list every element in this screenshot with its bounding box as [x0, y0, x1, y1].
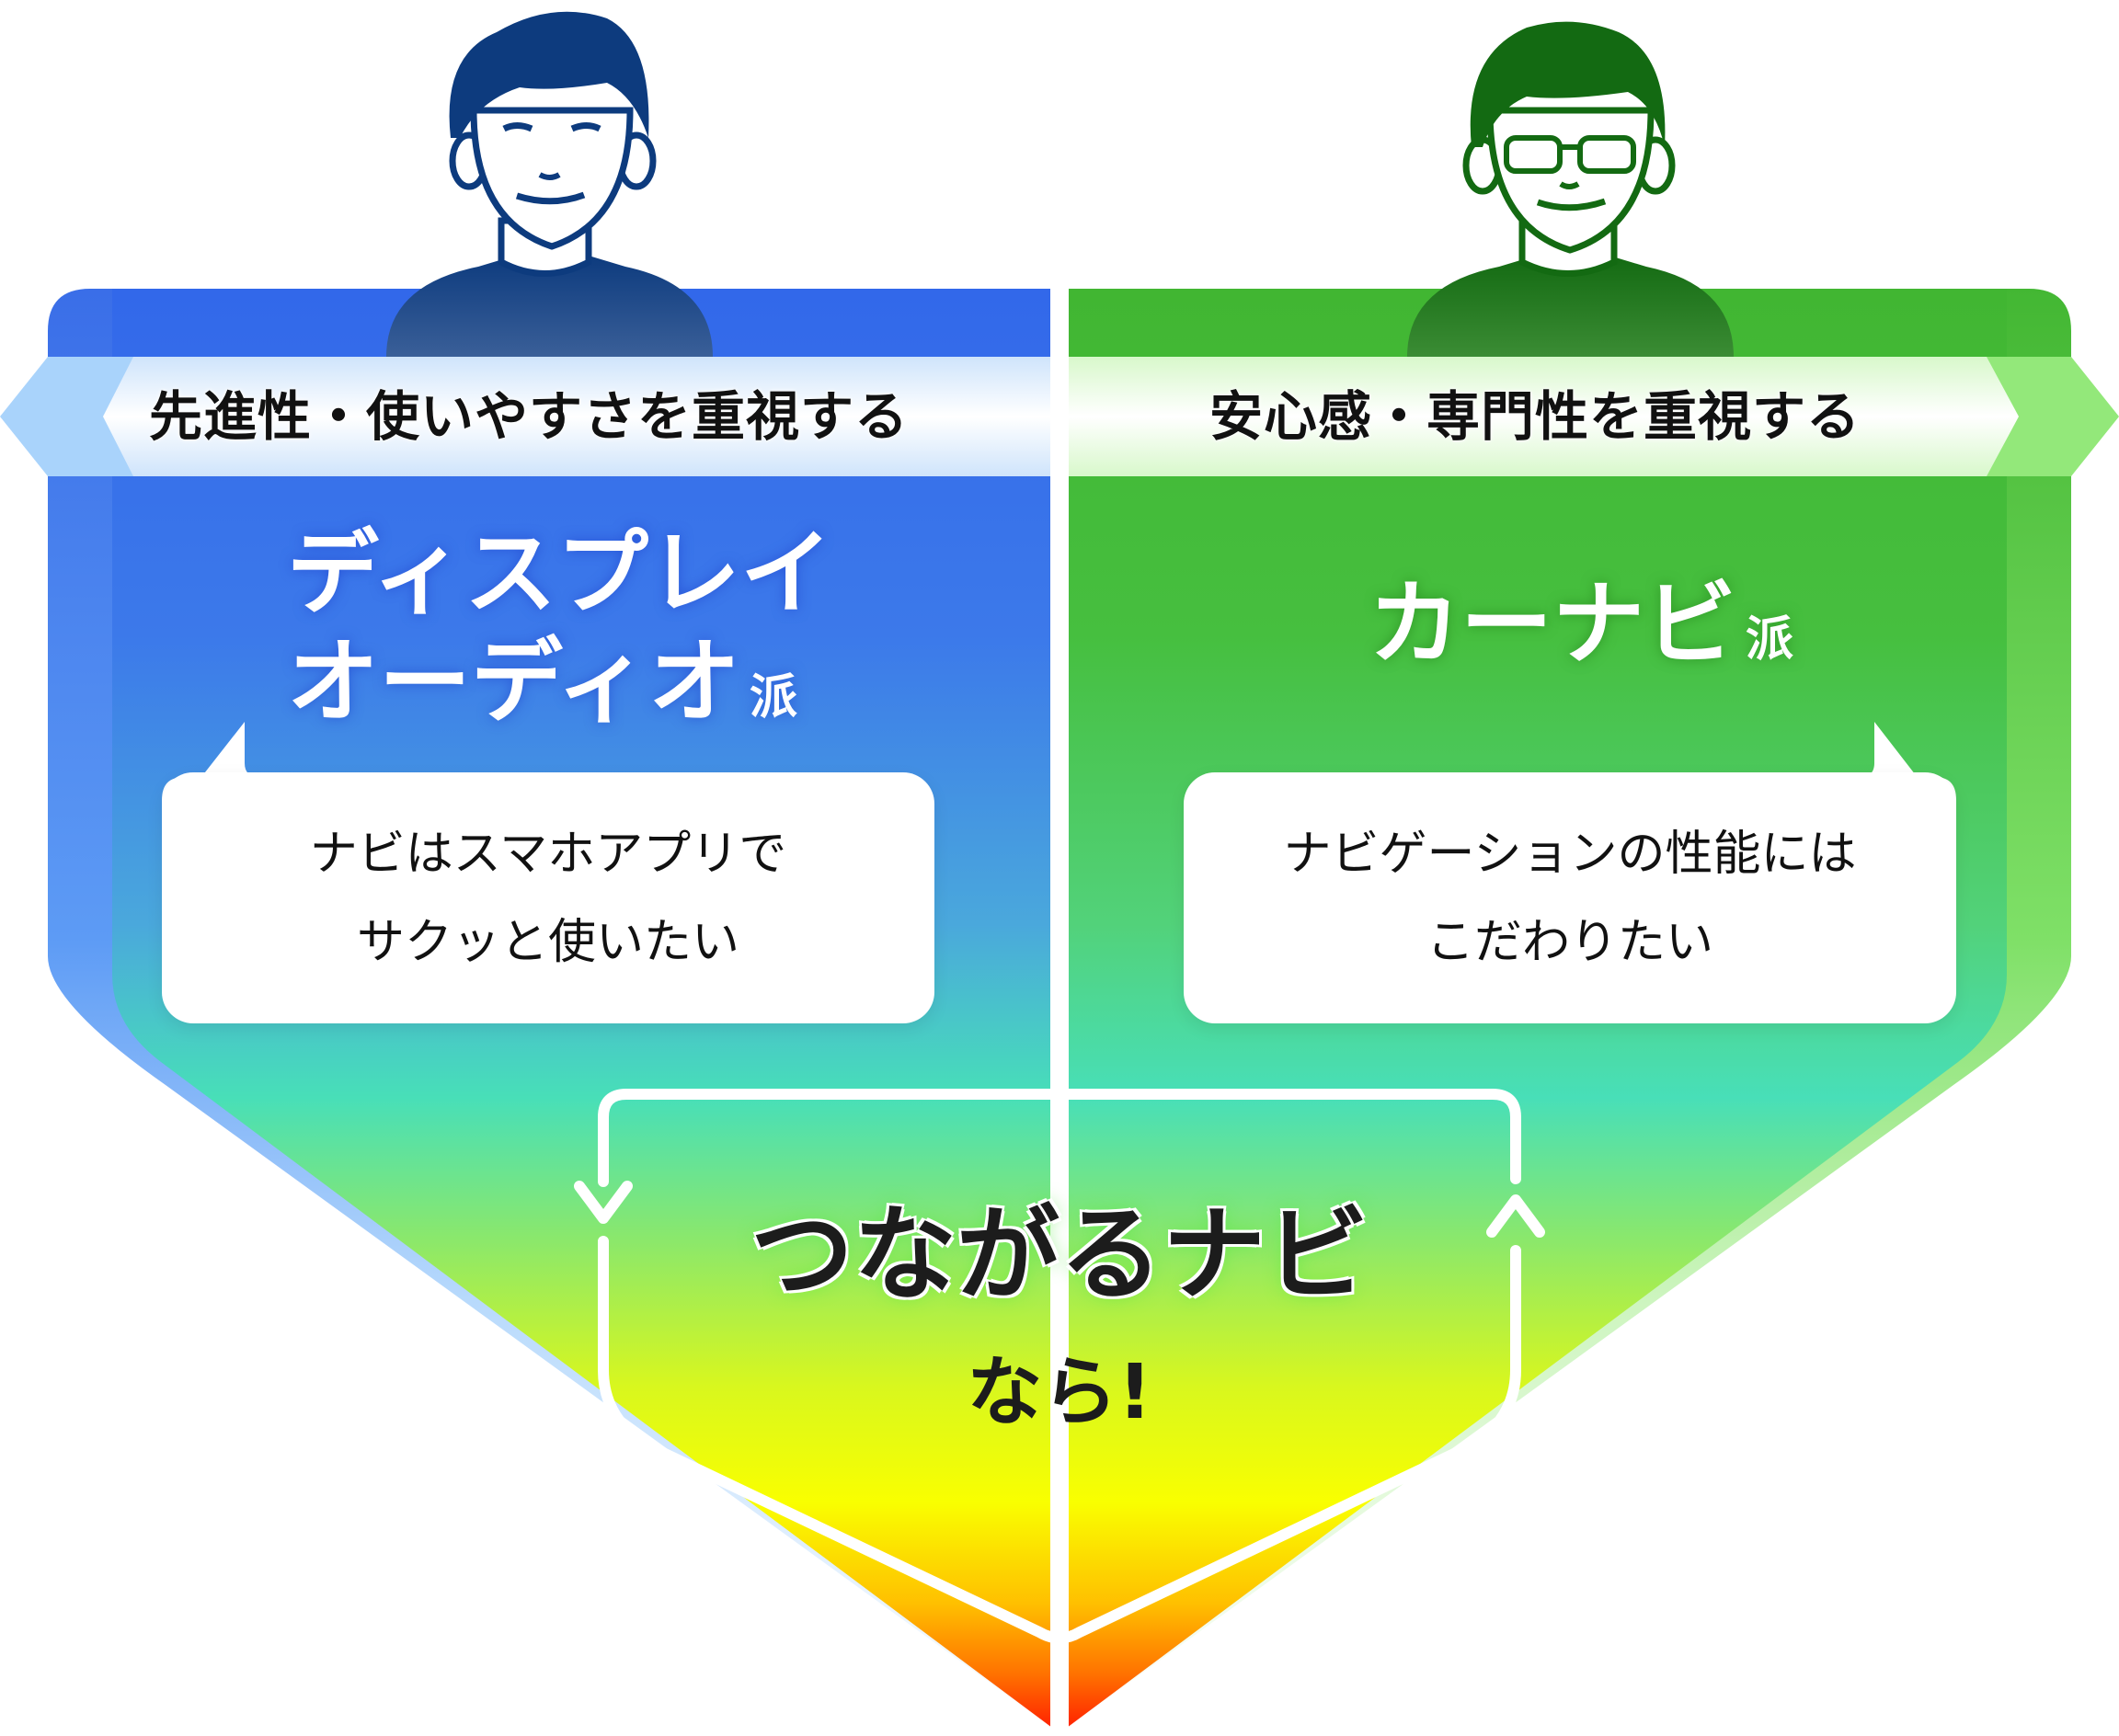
title-right: カーナビ派 — [1369, 570, 1794, 678]
title-left-line2: オーディオ派 — [287, 628, 798, 736]
speech-bubble-left: ナビはスマホアプリで サクッと使いたい — [162, 772, 934, 1023]
title-left-suffix: 派 — [750, 670, 798, 725]
persona-right-icon — [1407, 21, 1734, 357]
center-subtitle: なら! — [967, 1349, 1152, 1436]
title-left-line1: ディスプレイ — [287, 520, 832, 627]
title-left: ディスプレイ オーディオ派 — [287, 520, 832, 752]
ribbon-label-right: 安心感・専門性を重視する — [1209, 385, 1861, 448]
center-title: つながるナビ — [750, 1195, 1369, 1315]
ribbon-label-left: 先進性・使いやすさを重視する — [149, 385, 910, 448]
cycle-arrows-icon — [574, 1089, 1545, 1644]
speech-bubble-right: ナビゲーションの性能には こだわりたい — [1184, 772, 1956, 1023]
persona-left-icon — [386, 11, 713, 357]
title-right-suffix: 派 — [1746, 612, 1794, 668]
